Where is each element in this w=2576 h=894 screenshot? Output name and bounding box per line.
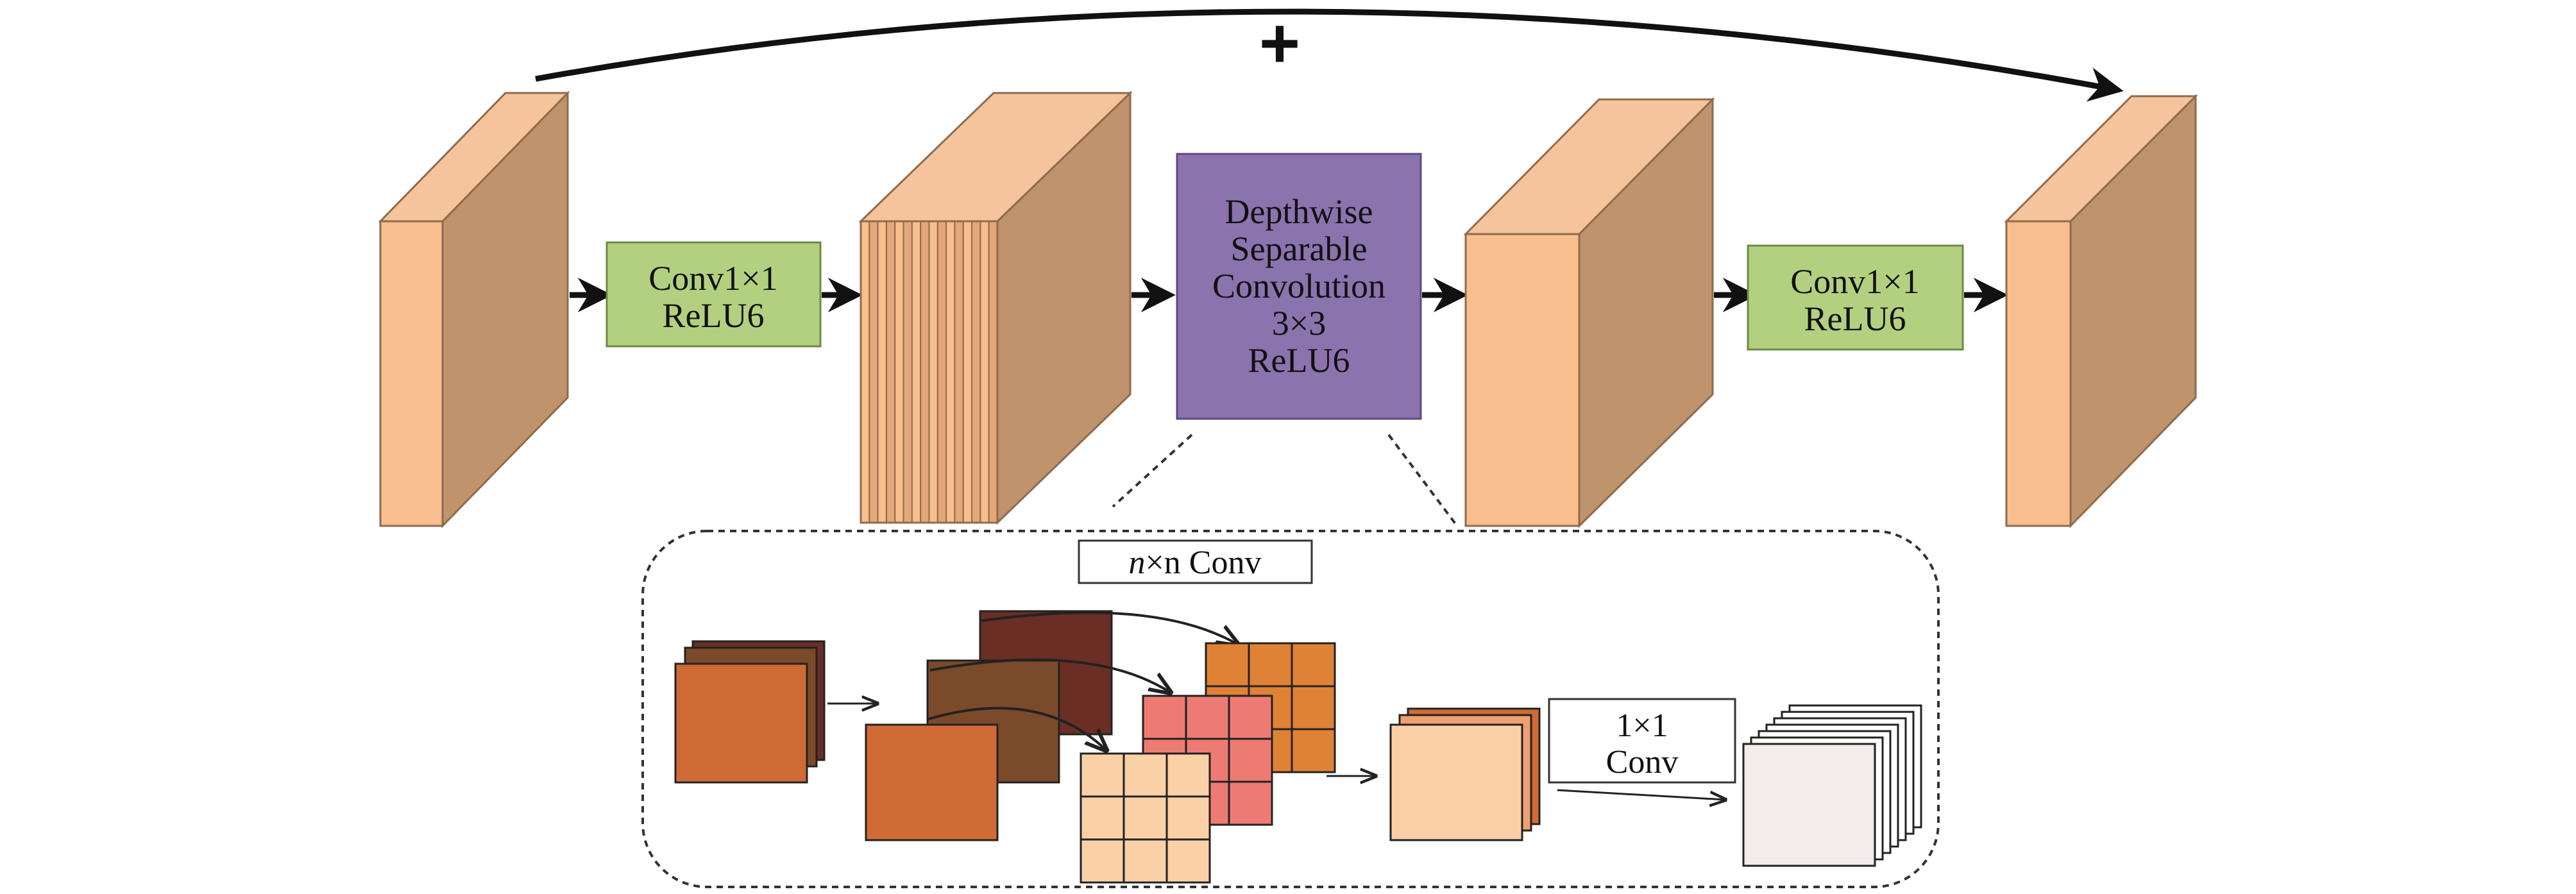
conv1x1-relu6-block-right: Conv1×1 ReLU6 <box>1747 244 1964 351</box>
zoom-line-right <box>1387 434 1457 526</box>
zoom-line-left <box>1112 434 1193 508</box>
kernel-cell <box>1291 642 1336 687</box>
nxn-conv-label-box: n×n Conv <box>1078 539 1313 584</box>
kernel-cell <box>1165 752 1211 798</box>
depthwise-label-line2: Separable <box>1231 230 1368 268</box>
detail-curve-arrow-mid <box>929 658 1171 693</box>
kernel-cell <box>1142 695 1187 740</box>
depthwise-label-line3: Convolution <box>1212 267 1385 305</box>
kernel-cell <box>1123 838 1168 884</box>
conv1x1-relu6-block-left: Conv1×1 ReLU6 <box>606 241 822 348</box>
depthwise-label-line1: Depthwise <box>1225 192 1373 231</box>
channel-slice <box>979 221 990 523</box>
pointwise-label-line1: 1×1 <box>1616 707 1668 744</box>
depthwise-output-tensor <box>1463 97 1715 528</box>
nxn-conv-label-rest: ×n Conv <box>1145 544 1261 581</box>
channel-slice <box>928 221 938 523</box>
channel-slice <box>860 221 870 523</box>
kernel-cell <box>1080 795 1125 841</box>
kernel-cell <box>1291 728 1336 773</box>
conv1x1-left-label-line2: ReLU6 <box>663 296 765 335</box>
kernel-grid-peach <box>1080 752 1211 884</box>
depthwise-separable-conv-block: Depthwise Separable Convolution 3×3 ReLU… <box>1176 153 1422 420</box>
input-tensor <box>378 90 570 528</box>
channel-slice <box>971 221 981 523</box>
svg-text:n×n Conv: n×n Conv <box>1128 544 1261 581</box>
detail-curve-arrow-bottom <box>926 707 1106 750</box>
channel-slice <box>920 221 930 523</box>
nxn-conv-label-variable: n <box>1128 544 1145 581</box>
kernel-cell <box>1248 642 1293 687</box>
channel-slice <box>962 221 973 523</box>
detail-pointwise-output-stack <box>1742 704 1922 867</box>
channel-slice <box>945 221 956 523</box>
conv1x1-right-label-line2: ReLU6 <box>1804 299 1906 338</box>
depthwise-label-line4: 3×3 <box>1272 304 1326 342</box>
conv1x1-left-label-line1: Conv1×1 <box>648 259 777 298</box>
channel-slice <box>902 221 913 523</box>
kernel-cell <box>1185 695 1230 740</box>
detail-depthwise-output-stack <box>1389 707 1541 841</box>
channel-slice <box>911 221 922 523</box>
depthwise-detail-panel <box>641 530 1940 888</box>
channel-slice <box>936 221 947 523</box>
depthwise-label-line5: ReLU6 <box>1248 341 1350 380</box>
expanded-tensor-channel-slices <box>860 221 998 523</box>
pointwise-label-line2: Conv <box>1606 744 1679 780</box>
residual-skip-arrow <box>535 8 2124 102</box>
kernel-cell <box>1228 695 1273 740</box>
kernel-cell <box>1205 642 1250 687</box>
conv1x1-right-label-line1: Conv1×1 <box>1790 262 1919 301</box>
kernel-cell <box>1165 838 1211 884</box>
kernel-cell <box>1123 795 1168 841</box>
channel-slice <box>869 221 879 523</box>
detail-depthwise-kernel-grids <box>1080 642 1336 884</box>
kernel-cell <box>1228 738 1273 783</box>
detail-input-feature-stack <box>674 640 826 784</box>
kernel-cell <box>1080 838 1125 884</box>
channel-slice <box>954 221 964 523</box>
output-tensor <box>2004 94 2198 528</box>
kernel-cell <box>1291 685 1336 730</box>
kernel-cell <box>1080 752 1125 798</box>
channel-slice <box>877 221 887 523</box>
kernel-cell <box>1123 752 1168 798</box>
channel-slice <box>885 221 896 523</box>
detail-split-channels <box>865 610 1113 841</box>
pointwise-conv-label-box: 1×1 Conv <box>1548 698 1736 784</box>
expanded-tensor <box>858 90 1133 525</box>
output-slice <box>1742 743 1876 867</box>
detail-curve-arrow-top <box>981 611 1238 645</box>
kernel-cell <box>1228 780 1273 826</box>
detail-arrow-pointwise <box>1557 789 1725 800</box>
channel-slice <box>988 221 998 523</box>
kernel-cell <box>1165 795 1211 841</box>
residual-plus-sign: + <box>1259 4 1300 83</box>
channel-slice <box>894 221 904 523</box>
